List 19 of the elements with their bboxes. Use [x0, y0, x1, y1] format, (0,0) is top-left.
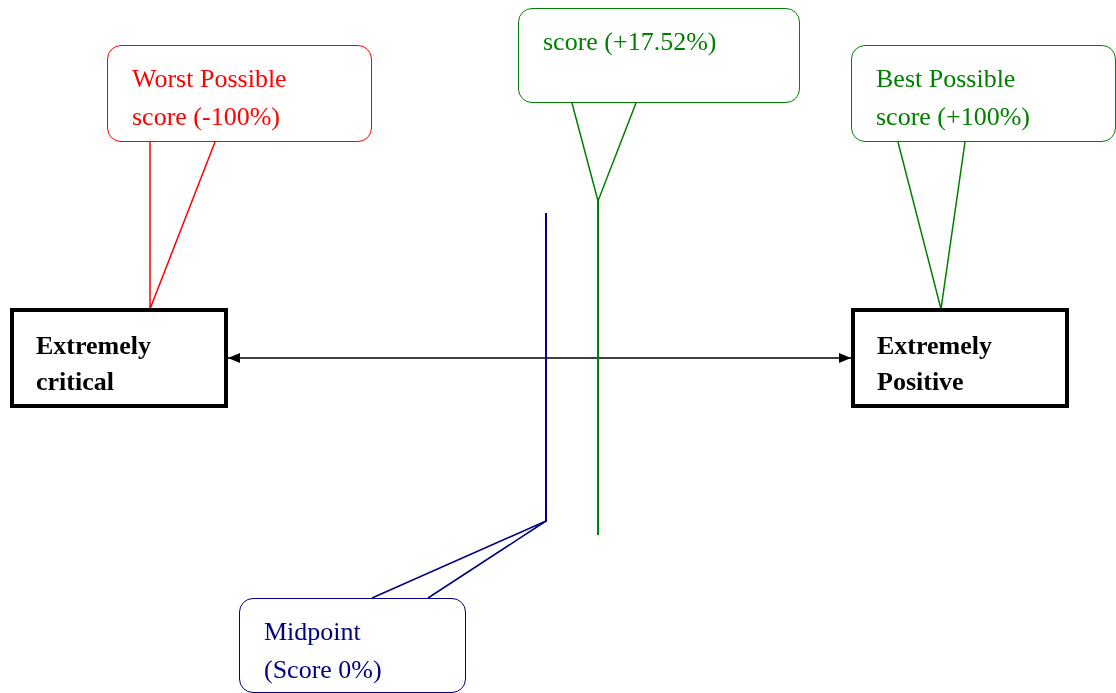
callout-text: Best Possible score (+100%)	[876, 63, 1031, 133]
box-label: Extremely critical	[36, 330, 153, 398]
callout-bubble	[851, 45, 1116, 142]
callout-pointer	[149, 141, 216, 310]
callout-bubble	[239, 598, 466, 693]
callout-bubble	[107, 45, 372, 142]
double-arrow	[227, 353, 852, 363]
callout-pointer	[897, 141, 966, 310]
callout-text: Worst Possible score (-100%)	[132, 63, 288, 133]
box-label: Extremely Positive	[877, 330, 994, 398]
vertical-line	[545, 213, 547, 522]
callout-bubble	[518, 8, 800, 103]
scale-end-box	[851, 308, 1069, 408]
callout-pointer	[371, 520, 547, 599]
vertical-line	[597, 200, 599, 535]
callout-text: Midpoint (Score 0%)	[264, 616, 383, 686]
callout-pointer	[571, 102, 637, 202]
scale-end-box	[10, 308, 228, 408]
callout-text: score (+17.52%)	[543, 26, 718, 58]
